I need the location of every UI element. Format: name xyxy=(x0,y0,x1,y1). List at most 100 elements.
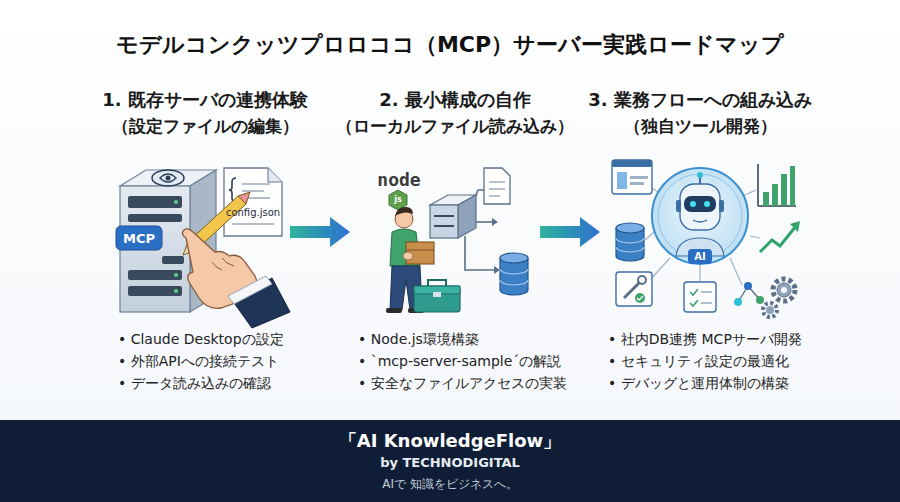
server-tower xyxy=(174,273,178,277)
badge-text: MCP xyxy=(123,232,155,245)
roadmap-step: 3. 業務フローへの組み込み（独自ツール開発）• 社内DB連携 MCPサーバ開発… xyxy=(600,88,800,398)
connector-lines xyxy=(650,258,670,280)
network-graph xyxy=(744,282,752,290)
server-cube xyxy=(458,195,476,238)
tools-window xyxy=(637,296,643,300)
document-icon xyxy=(489,195,500,196)
connector-lines xyxy=(750,236,760,238)
dashboard-window xyxy=(630,182,644,185)
network-graph xyxy=(756,296,764,304)
bullet-item: • セキュリティ設定の最適化 xyxy=(608,352,789,370)
badge-text: AI xyxy=(694,252,705,262)
bullet-item: • 社内DB連携 MCPサーバ開発 xyxy=(608,330,802,348)
ai-badge xyxy=(688,249,712,264)
ai-circle xyxy=(652,168,748,264)
robot-head xyxy=(676,200,681,212)
mcp-badge xyxy=(116,226,162,250)
bullet-item: • デバッグと運用体制の構築 xyxy=(608,374,789,392)
person-carrying-box xyxy=(386,308,402,313)
page-title: モデルコンクッツプロロココ（MCP）サーバー実践ロードマップ xyxy=(116,31,784,60)
connector-lines xyxy=(699,264,700,282)
person-carrying-box xyxy=(403,252,413,260)
robot-head xyxy=(693,220,707,222)
step-heading: 1. 既存サーバの連携体験 xyxy=(102,88,308,111)
pointing-hand xyxy=(228,276,272,304)
toolbox xyxy=(414,286,460,312)
dashboard-window xyxy=(630,176,648,179)
flow-arrows xyxy=(494,266,500,274)
bar-chart xyxy=(757,164,759,206)
database-cylinder xyxy=(500,269,528,285)
database-icon xyxy=(616,223,644,233)
server-tower xyxy=(128,270,182,280)
gears xyxy=(773,279,795,301)
tools-window xyxy=(616,272,652,306)
config-document xyxy=(242,183,270,185)
bullet-item: • 外部APIへの接続テスト xyxy=(118,352,279,370)
brand-tagline: AIで 知識をビジネスへ。 xyxy=(382,477,518,493)
bullet-item: • データ読み込みの確認 xyxy=(118,374,271,392)
toolbox xyxy=(428,280,446,286)
robot-head xyxy=(690,201,696,207)
checklist-window xyxy=(690,289,698,306)
checklist-window xyxy=(701,291,712,293)
step-heading: 2. 最小構成の自作 xyxy=(379,88,531,111)
document-icon xyxy=(489,188,505,189)
server-tower xyxy=(152,170,184,186)
server-tower xyxy=(162,256,184,264)
gears xyxy=(763,279,795,317)
server-tower xyxy=(160,174,176,182)
trend-arrow xyxy=(760,221,800,252)
pointing-hand xyxy=(212,258,234,270)
logo-text: node xyxy=(377,171,420,189)
server-cube xyxy=(430,195,476,238)
network-graph xyxy=(734,282,764,306)
flow-arrow xyxy=(540,217,600,247)
config-document xyxy=(232,223,274,225)
document-icon xyxy=(484,168,510,204)
server-tower xyxy=(174,200,178,204)
gears xyxy=(766,306,774,314)
bullet-item: • `mcp-server-sample´の解説 xyxy=(358,352,561,370)
toolbox xyxy=(414,280,460,312)
server-tower xyxy=(128,196,182,208)
robot-head xyxy=(684,196,716,212)
flow-arrows xyxy=(465,236,494,270)
network-graph xyxy=(734,298,742,306)
person-carrying-box xyxy=(395,207,413,216)
document-icon xyxy=(489,181,505,182)
dashboard-window xyxy=(612,160,652,194)
robot-head xyxy=(699,177,701,184)
server-cube xyxy=(434,225,454,227)
bar-chart xyxy=(790,166,795,206)
server-tower xyxy=(174,289,178,293)
bar-chart xyxy=(781,174,787,206)
database-cylinder xyxy=(500,253,528,295)
server-tower xyxy=(128,214,182,222)
toolbox xyxy=(433,292,441,297)
bullet-item: • Claude Desktopの設定 xyxy=(118,330,284,348)
database-icon xyxy=(616,223,644,261)
gears xyxy=(781,287,787,293)
robot-head xyxy=(697,172,703,178)
database-cylinder xyxy=(500,253,528,263)
gears xyxy=(777,283,791,297)
roadmap-step: 2. 最小構成の自作（ローカルファイル読み込み）• Node.js環境構築• `… xyxy=(350,88,540,398)
config-document xyxy=(242,190,264,192)
bar-chart xyxy=(758,164,796,206)
ai-circle xyxy=(658,174,742,258)
dashboard-window xyxy=(612,160,652,194)
checklist-window xyxy=(684,282,716,312)
step-subheading: （設定ファイルの編集） xyxy=(112,115,299,137)
step-subheading: （独自ツール開発） xyxy=(624,115,777,137)
server-tower xyxy=(128,286,182,296)
mcp-badge xyxy=(116,226,162,250)
pointing-hand xyxy=(182,229,290,328)
trend-arrow xyxy=(790,221,800,232)
brand-company: by TECHNODIGITAL xyxy=(380,455,520,472)
connector-lines xyxy=(645,232,654,240)
checklist-window xyxy=(701,302,712,304)
ai-badge xyxy=(688,249,712,264)
trend-arrow xyxy=(760,226,796,252)
file-name: config.json xyxy=(226,208,280,218)
